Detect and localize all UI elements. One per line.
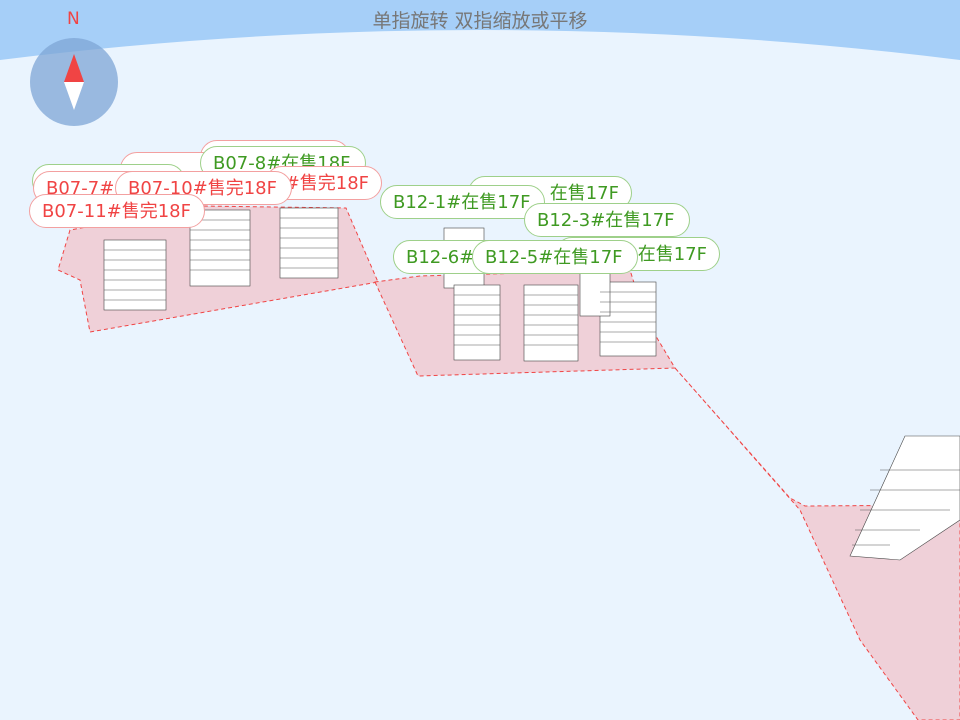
compass-south-needle <box>64 82 84 110</box>
plot-right[interactable] <box>674 367 960 720</box>
building-label-b12-5[interactable]: B12-5#在售17F <box>472 240 638 274</box>
compass-north-label: N <box>67 9 80 29</box>
compass-north-needle <box>64 54 84 82</box>
building-floor-lines <box>104 217 960 546</box>
building-label-b12-3[interactable]: B12-3#在售17F <box>524 203 690 237</box>
building-label-b07-11[interactable]: B07-11#售完18F <box>29 194 205 228</box>
sky <box>0 0 960 60</box>
compass[interactable] <box>30 38 118 126</box>
building-label-b12-1[interactable]: B12-1#在售17F <box>380 185 545 219</box>
gesture-hint: 单指旋转 双指缩放或平移 <box>372 10 588 32</box>
buildings <box>103 207 960 561</box>
